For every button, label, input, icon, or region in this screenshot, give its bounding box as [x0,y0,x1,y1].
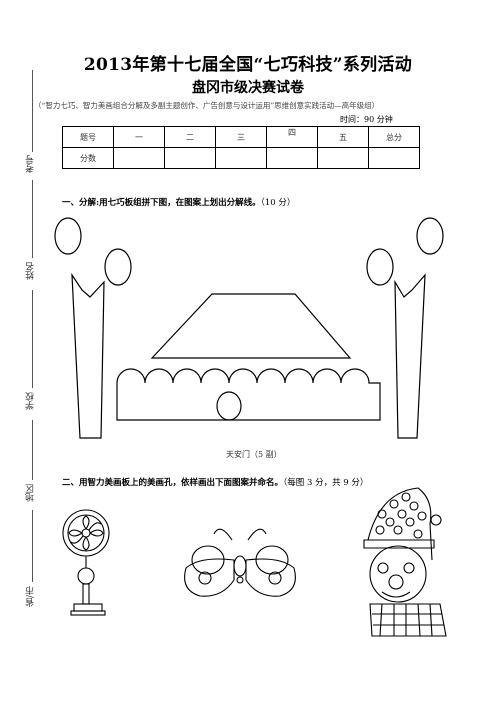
page-title: 2013年第十七届全国“七巧科技”系列活动 [83,55,413,75]
score-cell[interactable] [215,147,267,169]
score-cell[interactable] [113,147,165,169]
score-cell: 题号 [62,126,114,148]
side-label-exam-number: 考号 [26,155,36,173]
score-table-score-row: 分数 [62,147,420,169]
figure-1-caption: 天安门（5 副） [226,450,282,459]
balloon-shape [54,217,82,255]
time-limit: 时间：90 分钟 [340,115,393,124]
score-cell: 三 [215,126,267,148]
question-1-text: 一、分解:用七巧板组拼下图，在图案上划出分解线。 [62,198,261,208]
gate-wall-shape [116,368,381,421]
question-1: 一、分解:用七巧板组拼下图，在图案上划出分解线。（10 分） [62,196,295,208]
score-cell[interactable] [317,147,369,169]
score-cell[interactable] [266,147,318,169]
pillar-shape [394,273,426,439]
question-2-score: （每图 3 分，共 9 分） [283,478,369,488]
score-cell[interactable] [368,147,420,169]
side-line [32,420,33,480]
pillar-shape [71,272,105,439]
score-cell: 总分 [368,126,420,148]
side-line [32,180,33,258]
score-cell: 二 [164,126,216,148]
side-line [32,510,33,582]
score-cell: 五 [317,126,369,148]
score-cell[interactable] [164,147,216,169]
side-line [32,290,33,388]
page-subtitle: 盘冈市级决赛试卷 [192,80,304,96]
score-table-header-row: 题号 一 二 三 四 五 总分 [62,126,420,148]
side-label-region: 地区 [26,484,36,502]
score-cell: 分数 [62,147,114,169]
question-1-score: （10 分） [260,198,296,208]
question-2-text: 二、用智力美画板上的美画孔，依样画出下面图案并命名。 [62,478,284,488]
side-label-province: 省/市 [26,586,36,608]
activity-note: （“智力七巧、智力美画组合分解及多副主题创作、广告创意与设计运用”思维创意实践活… [34,101,380,110]
side-label-name: 姓名 [26,262,36,280]
balloon-shape [366,248,394,286]
balloon-shape [416,217,444,255]
balloon-shape [104,248,132,286]
gate-arch-shape [216,391,242,421]
score-cell: 一 [113,126,165,148]
roof-shape [150,293,352,359]
side-label-school: 学校 [26,392,36,410]
score-cell: 四 [266,126,318,148]
score-table: 题号 一 二 三 四 五 总分 分数 [62,126,420,169]
side-line [32,70,33,152]
question-2: 二、用智力美画板上的美画孔，依样画出下面图案并命名。（每图 3 分，共 9 分） [62,476,368,488]
